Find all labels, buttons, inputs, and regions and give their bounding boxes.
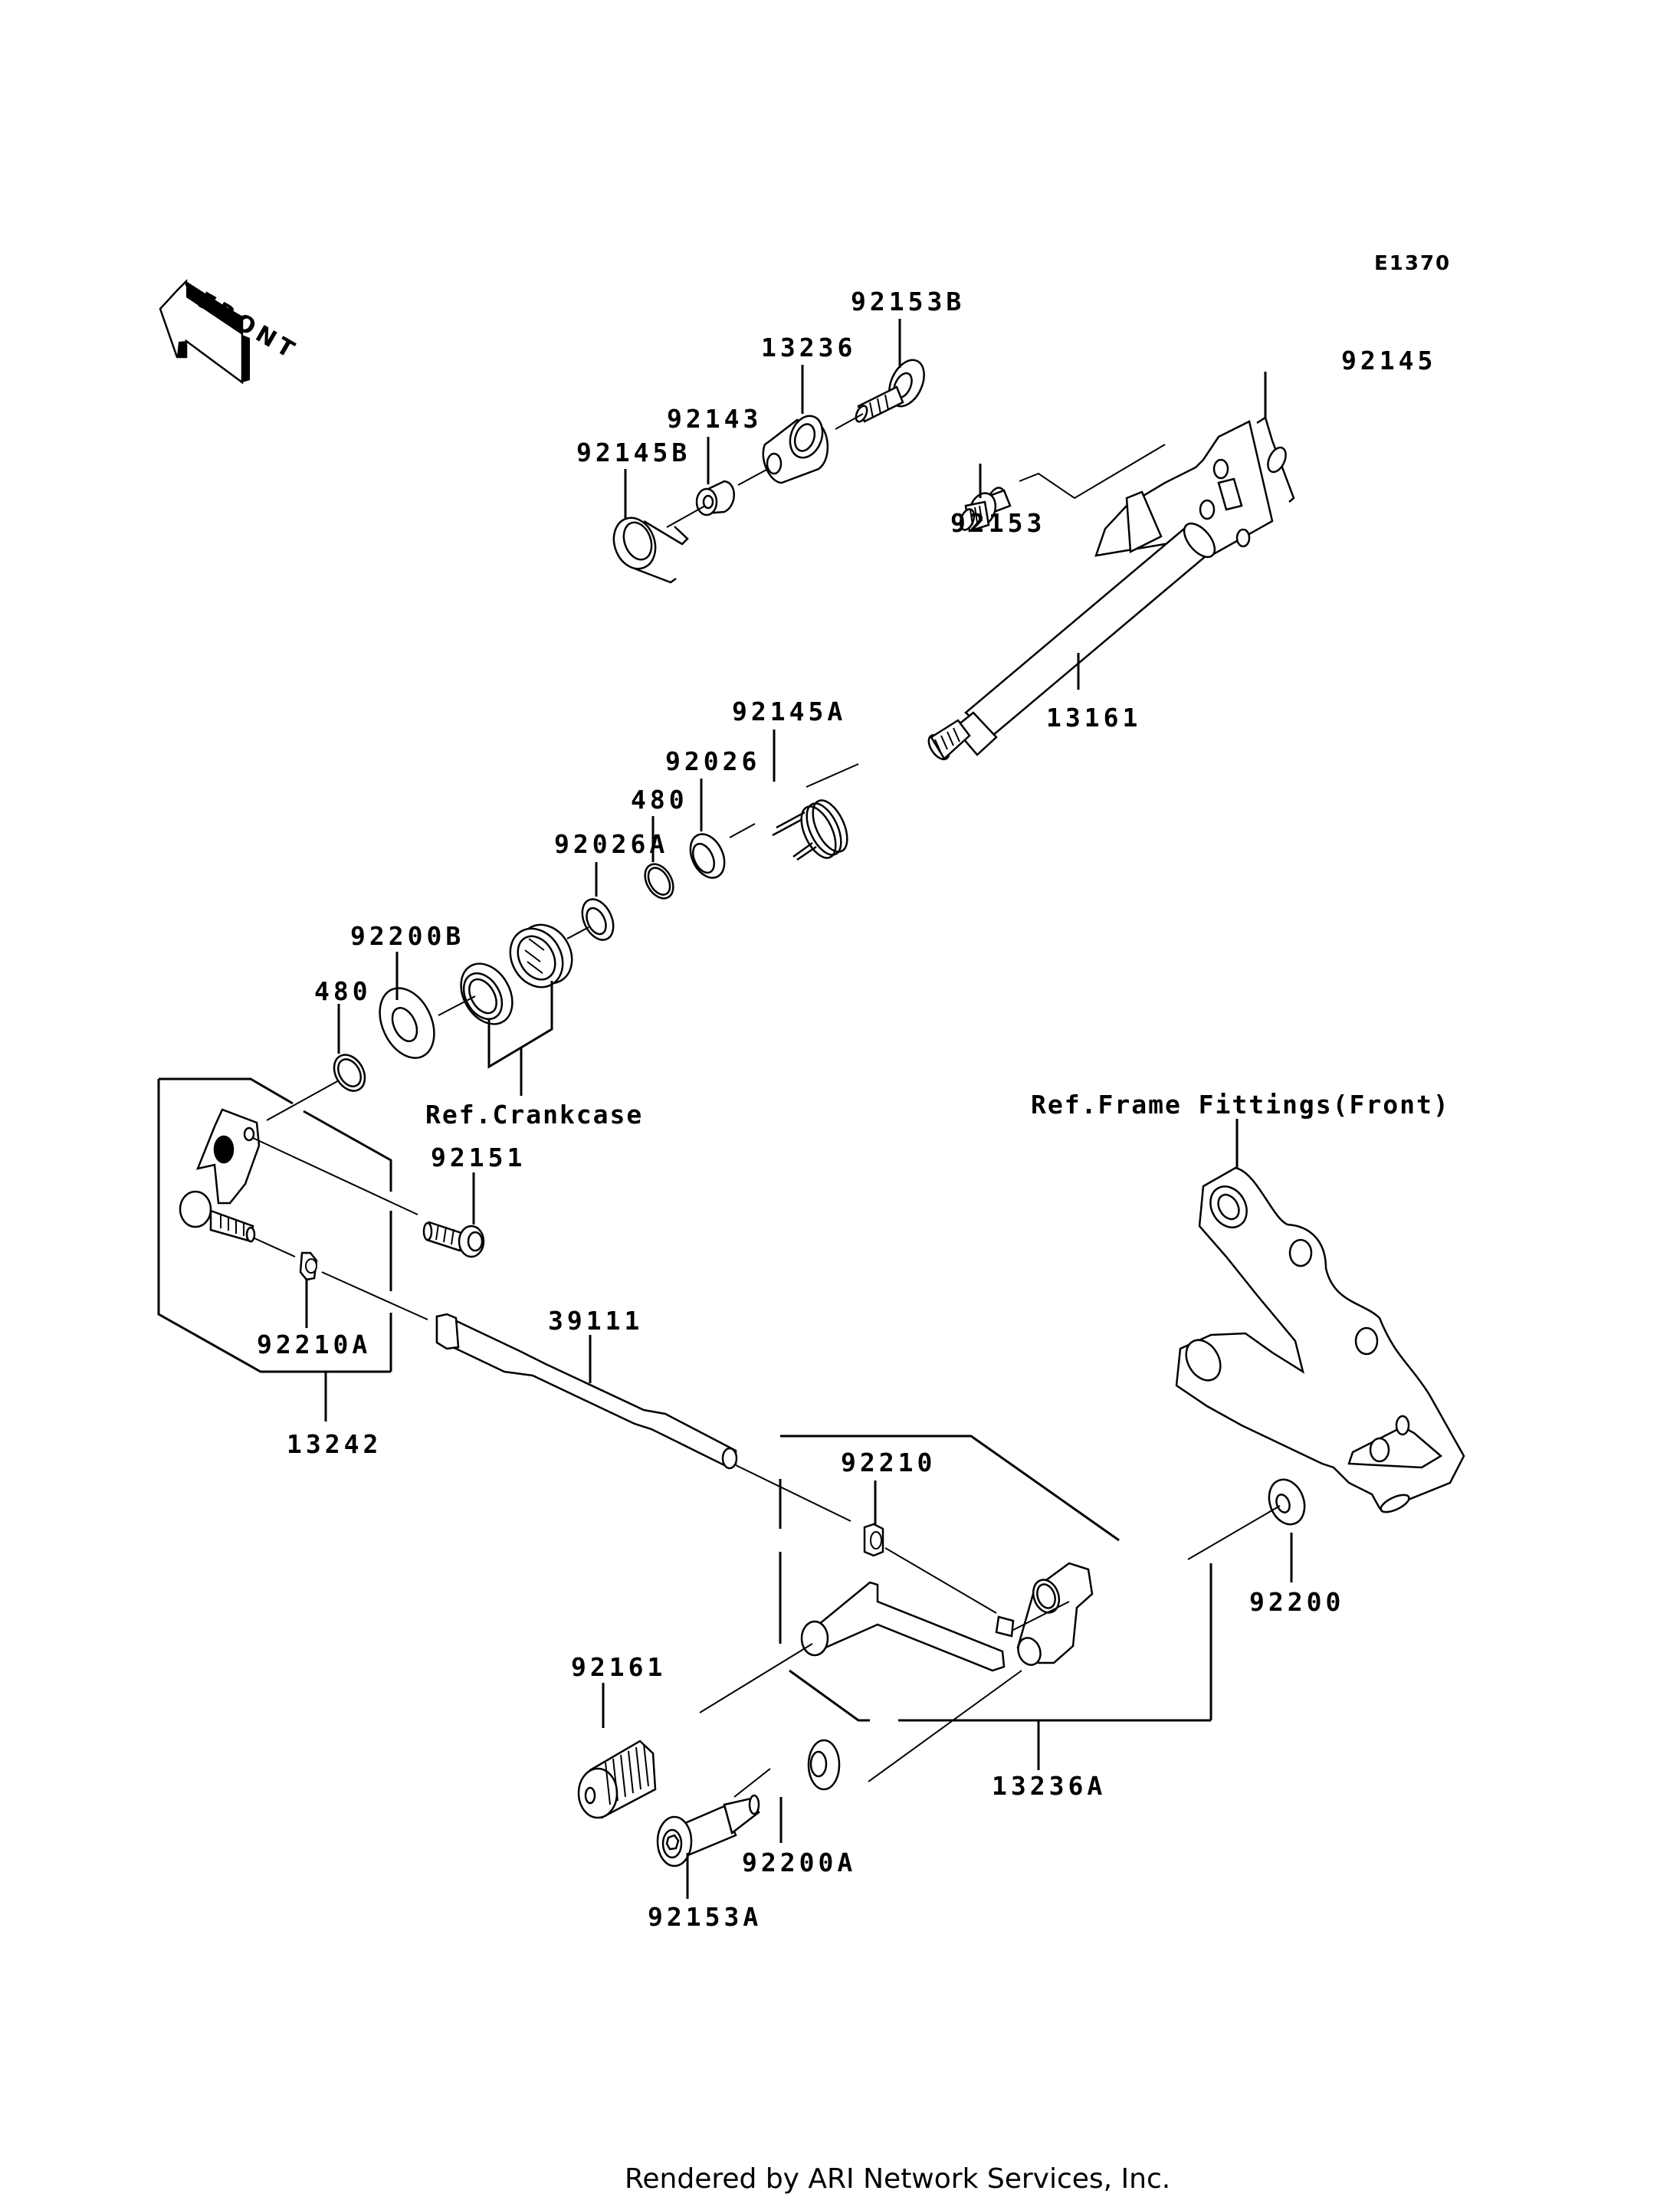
label-92210: 92210 [841, 1448, 936, 1477]
part-13161[interactable] [924, 420, 1274, 762]
label-92200B: 92200B [350, 921, 464, 951]
shift-rod-end[interactable] [179, 1108, 261, 1243]
frame-fitting-bracket [1175, 1166, 1465, 1513]
part-92153[interactable] [958, 486, 1012, 533]
part-92143[interactable] [695, 480, 735, 516]
label-92151: 92151 [431, 1143, 526, 1172]
part-92026[interactable] [684, 828, 731, 883]
part-92153B[interactable] [854, 355, 931, 424]
label-13236A: 13236A [992, 1771, 1106, 1801]
part-92210[interactable] [863, 1523, 884, 1557]
needle-bearing[interactable] [500, 915, 582, 996]
label-92161: 92161 [571, 1652, 666, 1682]
label-92143: 92143 [667, 404, 762, 434]
label-480-upper: 480 [631, 785, 688, 815]
oil-seal[interactable] [451, 955, 523, 1034]
label-13161: 13161 [1046, 703, 1141, 733]
label-92145A: 92145A [732, 697, 846, 726]
label-480-lower: 480 [314, 976, 372, 1006]
part-92151[interactable] [422, 1221, 485, 1258]
label-92026A: 92026A [554, 829, 668, 859]
part-92145[interactable] [1256, 416, 1295, 503]
label-92210A: 92210A [257, 1330, 371, 1359]
part-92161[interactable] [577, 1740, 657, 1819]
part-92145A[interactable] [772, 795, 855, 863]
label-13242: 13242 [287, 1429, 382, 1459]
part-39111[interactable] [435, 1313, 738, 1470]
label-92145B: 92145B [576, 438, 691, 467]
ref-crankcase: Ref.Crankcase [425, 1100, 643, 1130]
front-arrow-icon: FRONT [159, 278, 303, 385]
footer-credit: Rendered by ARI Network Services, Inc. [625, 2163, 1170, 2195]
label-92153A: 92153A [648, 1902, 762, 1932]
part-92026A[interactable] [576, 894, 619, 945]
part-92210A[interactable] [299, 1251, 318, 1281]
label-92200A: 92200A [742, 1848, 856, 1877]
part-480-upper[interactable] [639, 859, 679, 903]
label-92026: 92026 [665, 746, 760, 776]
part-92200[interactable] [1263, 1474, 1311, 1529]
part-13236[interactable] [762, 412, 829, 484]
label-92153B: 92153B [851, 287, 965, 316]
label-13236: 13236 [761, 333, 856, 362]
part-92200A[interactable] [807, 1739, 841, 1791]
label-92200: 92200 [1249, 1587, 1344, 1617]
ref-frame-fittings: Ref.Frame Fittings(Front) [1031, 1090, 1450, 1120]
label-92145: 92145 [1341, 346, 1436, 375]
label-39111: 39111 [548, 1306, 643, 1336]
part-92145B[interactable] [607, 512, 689, 584]
shift-pedal[interactable] [800, 1562, 1094, 1672]
part-480-lower[interactable] [328, 1049, 371, 1096]
part-92153A[interactable] [656, 1794, 760, 1867]
label-92153: 92153 [950, 508, 1045, 538]
diagram-code: E1370 [1374, 252, 1451, 275]
part-92200B[interactable] [369, 979, 445, 1067]
